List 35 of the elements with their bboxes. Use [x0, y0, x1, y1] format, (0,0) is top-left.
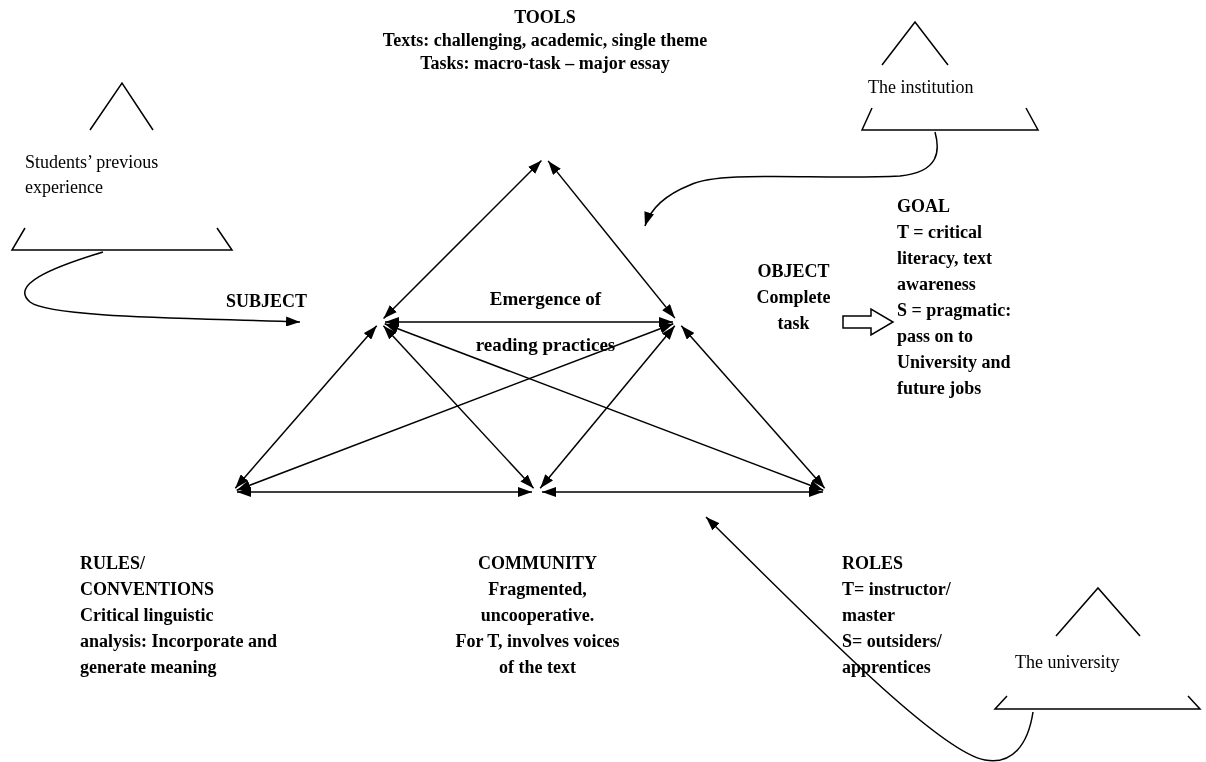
- double-arrow: [236, 487, 533, 497]
- double-arrow: [539, 325, 676, 489]
- center-label: Emergence of reading practices: [474, 287, 617, 357]
- component-heading: COMMUNITY: [477, 552, 598, 575]
- curved-arrow: [644, 131, 938, 227]
- curved-arrow: [24, 251, 301, 327]
- double-arrow: [680, 325, 826, 489]
- component-heading: ROLES: [842, 552, 905, 575]
- component-text: T= instructor/ master: [842, 578, 952, 627]
- double-arrow: [235, 323, 675, 491]
- component-text: S = pragmatic: pass on to University and future jobs: [897, 299, 1013, 400]
- block-arrow: [842, 307, 895, 337]
- double-arrow: [541, 487, 824, 497]
- component-text: Tasks: macro-task – major essay: [419, 52, 671, 75]
- component-text: Complete task: [755, 286, 832, 335]
- component-text: Fragmented, uncooperative.: [479, 578, 596, 627]
- double-arrow: [383, 323, 825, 491]
- context-label: The university: [1015, 651, 1121, 674]
- component-heading: OBJECT: [756, 260, 831, 283]
- component-text: Texts: challenging, academic, single theme: [381, 29, 709, 52]
- double-arrow: [382, 324, 535, 490]
- component-text: Critical linguistic analysis: Incorporate and generate meaning: [80, 604, 278, 679]
- component-heading: RULES/ CONVENTIONS: [80, 552, 216, 601]
- double-arrow: [547, 160, 676, 319]
- context-label: The institution: [868, 76, 975, 99]
- curved-arrow: [705, 516, 1034, 762]
- component-heading: SUBJECT: [226, 290, 309, 313]
- component-heading: TOOLS: [513, 6, 577, 29]
- component-heading: GOAL: [897, 195, 951, 218]
- component-text: For T, involves voices of the text: [454, 630, 621, 679]
- double-arrow: [382, 159, 543, 320]
- context-label: Students’ previous experience: [25, 151, 160, 199]
- component-text: T = critical literacy, text awareness: [897, 221, 993, 296]
- double-arrow: [234, 325, 378, 489]
- double-arrow: [384, 317, 674, 327]
